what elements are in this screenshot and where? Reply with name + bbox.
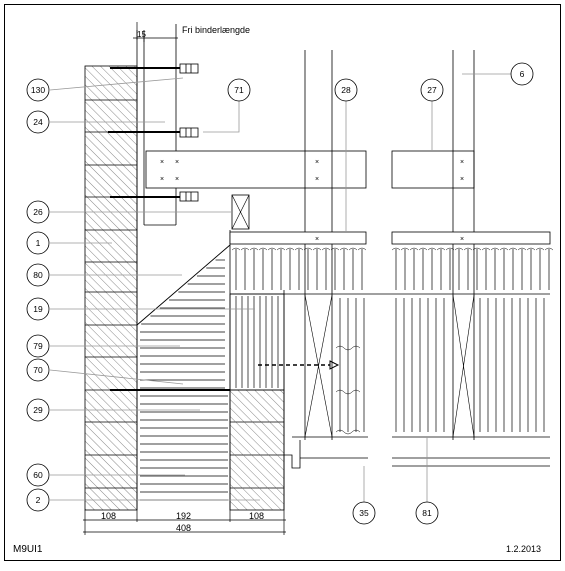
dimension-15: 15 xyxy=(137,30,146,39)
insulation-vertical xyxy=(231,247,554,290)
callout-label-79: 79 xyxy=(33,341,43,351)
svg-text:×: × xyxy=(160,159,164,166)
callout-label-60: 60 xyxy=(33,470,43,480)
callout-bubble-80 xyxy=(26,263,50,287)
callout-label-35: 35 xyxy=(359,508,369,518)
callout-bubble-6 xyxy=(510,62,534,86)
drawing-date: 1.2.2013 xyxy=(506,544,542,554)
inner-brick-leaf xyxy=(229,389,285,511)
callout-bubble-24 xyxy=(26,110,50,134)
callout-bubble-29 xyxy=(26,398,50,422)
fri-binderlaengde-note: Fri binderlængde xyxy=(182,25,251,35)
svg-text:×: × xyxy=(315,159,319,166)
svg-text:×: × xyxy=(315,176,319,183)
dimension-lines xyxy=(83,510,286,535)
svg-text:×: × xyxy=(460,159,464,166)
svg-text:×: × xyxy=(175,176,179,183)
top-dimension xyxy=(133,22,178,42)
callout-bubble-81 xyxy=(415,501,439,525)
insulation-wall-batts xyxy=(229,293,550,435)
callout-bubble-130 xyxy=(26,78,50,102)
callout-label-26: 26 xyxy=(33,207,43,217)
callout-bubble-2 xyxy=(26,488,50,512)
truss-beam-right xyxy=(391,150,475,189)
callout-bubble-70 xyxy=(26,358,50,382)
drawing-border xyxy=(4,4,561,561)
outer-brick-leaf xyxy=(84,65,138,511)
callout-label-6: 6 xyxy=(520,69,525,79)
callout-label-1: 1 xyxy=(36,238,41,248)
callout-bubble-27 xyxy=(420,78,444,102)
callout-bubble-19 xyxy=(26,297,50,321)
svg-text:×: × xyxy=(460,176,464,183)
callout-bubble-79 xyxy=(26,334,50,358)
callout-label-28: 28 xyxy=(341,85,351,95)
svg-text:×: × xyxy=(315,236,319,243)
truss-x-marks: × × × × × × × × xyxy=(160,159,464,183)
callout-bubble-71 xyxy=(227,78,251,102)
callout-bubbles: 130 24 26 1 80 19 79 70 29 60 2 71 28 27 6 35 81 xyxy=(26,62,534,525)
callout-label-70: 70 xyxy=(33,365,43,375)
callout-bubble-35 xyxy=(352,501,376,525)
stud-x-bracing xyxy=(304,294,475,438)
dimension-left: 108 xyxy=(101,511,117,521)
callout-bubble-60 xyxy=(26,463,50,487)
dimension-total: 408 xyxy=(176,523,192,533)
floor-construction xyxy=(284,436,550,469)
callout-label-24: 24 xyxy=(33,117,43,127)
callout-leaders xyxy=(49,73,511,502)
insulation-horizontal xyxy=(140,259,228,501)
callout-label-81: 81 xyxy=(422,508,432,518)
callout-label-27: 27 xyxy=(427,85,437,95)
callout-label-19: 19 xyxy=(33,304,43,314)
callout-bubble-28 xyxy=(334,78,358,102)
callout-label-80: 80 xyxy=(33,270,43,280)
dimension-right: 108 xyxy=(249,511,265,521)
wall-plate-cross-b xyxy=(231,194,250,230)
brick-joints xyxy=(85,99,284,489)
callout-label-130: 130 xyxy=(31,85,45,95)
drawing-code: M9UI1 xyxy=(13,544,43,555)
truss-studs xyxy=(304,50,475,440)
insulation-slope-edge xyxy=(136,244,231,326)
callout-bubble-1 xyxy=(26,231,50,255)
dashed-connection-arrow xyxy=(329,360,340,370)
svg-text:×: × xyxy=(160,176,164,183)
callout-label-71: 71 xyxy=(234,85,244,95)
callout-bubble-26 xyxy=(26,200,50,224)
ceiling-batten xyxy=(229,231,551,245)
callout-label-2: 2 xyxy=(36,495,41,505)
batten-x-marks: ×× xyxy=(315,236,464,243)
callout-label-29: 29 xyxy=(33,405,43,415)
svg-text:×: × xyxy=(175,159,179,166)
tie-anchors xyxy=(179,63,199,202)
dimension-middle: 192 xyxy=(176,511,192,521)
svg-text:×: × xyxy=(460,236,464,243)
truss-beam-left xyxy=(145,150,367,189)
